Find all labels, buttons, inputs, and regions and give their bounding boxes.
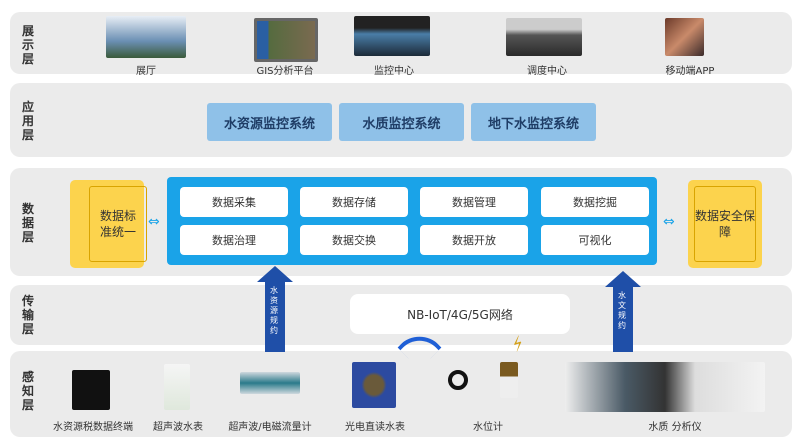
water-quality-analyzer-image	[565, 362, 765, 412]
exhibition-hall-image	[106, 16, 186, 58]
display-item: 调度中心	[527, 66, 567, 77]
data-function[interactable]: 数据治理	[180, 225, 288, 255]
gis-platform-image	[254, 18, 318, 62]
dispatch-center-image	[506, 18, 582, 56]
data-function[interactable]: 数据采集	[180, 187, 288, 217]
data-function[interactable]: 数据管理	[420, 187, 528, 217]
data-function[interactable]: 数据开放	[420, 225, 528, 255]
left-double-arrow: ⇔	[148, 214, 160, 230]
device-label: 光电直读水表	[345, 422, 405, 433]
data-standard-text: 数据标准统一	[89, 186, 147, 262]
data-function[interactable]: 数据挖掘	[541, 187, 649, 217]
data-terminal-image	[72, 370, 110, 410]
display-layer-label: 展示层	[21, 24, 34, 66]
app-groundwater[interactable]: 地下水监控系统	[471, 103, 596, 141]
ultrasonic-meter-image	[164, 364, 190, 410]
level-sensor-image	[448, 370, 468, 390]
level-gauge-image	[500, 362, 518, 398]
data-function[interactable]: 数据存储	[300, 187, 408, 217]
device-label: 水质 分析仪	[648, 422, 702, 433]
display-item: 展厅	[136, 66, 156, 77]
device-label: 水位计	[473, 422, 503, 433]
arrow-label: 水资源规约	[270, 286, 278, 335]
device-label: 水资源税数据终端	[53, 422, 133, 433]
data-layer-label: 数据层	[21, 202, 34, 244]
display-item: GIS分析平台	[256, 66, 314, 77]
transport-layer-label: 传输层	[21, 294, 34, 336]
device-label: 超声波/电磁流量计	[228, 422, 312, 433]
data-standard-box: 数据标准统一	[70, 180, 147, 268]
flowmeter-image	[240, 372, 300, 394]
hydrology-protocol-arrow: 水文规约	[605, 271, 641, 352]
device-label: 超声波水表	[153, 422, 203, 433]
application-layer-label: 应用层	[21, 100, 34, 142]
display-item: 监控中心	[374, 66, 414, 77]
data-security-box: 数据安全保障	[688, 180, 762, 268]
mobile-app-image	[665, 18, 704, 56]
photoelectric-meter-image	[352, 362, 396, 408]
network-label: NB-IoT/4G/5G网络	[407, 307, 513, 322]
app-water-resource[interactable]: 水资源监控系统	[207, 103, 332, 141]
app-water-quality[interactable]: 水质监控系统	[339, 103, 464, 141]
monitoring-center-image	[354, 16, 430, 56]
arrow-label: 水文规约	[618, 291, 626, 330]
network-box: NB-IoT/4G/5G网络	[350, 294, 570, 334]
display-item: 移动端APP	[665, 66, 715, 77]
water-resource-protocol-arrow: 水资源规约	[257, 266, 293, 352]
data-function[interactable]: 数据交换	[300, 225, 408, 255]
data-security-text: 数据安全保障	[694, 186, 756, 262]
perception-layer-label: 感知层	[21, 370, 34, 412]
right-double-arrow: ⇔	[663, 214, 675, 230]
data-function[interactable]: 可视化	[541, 225, 649, 255]
